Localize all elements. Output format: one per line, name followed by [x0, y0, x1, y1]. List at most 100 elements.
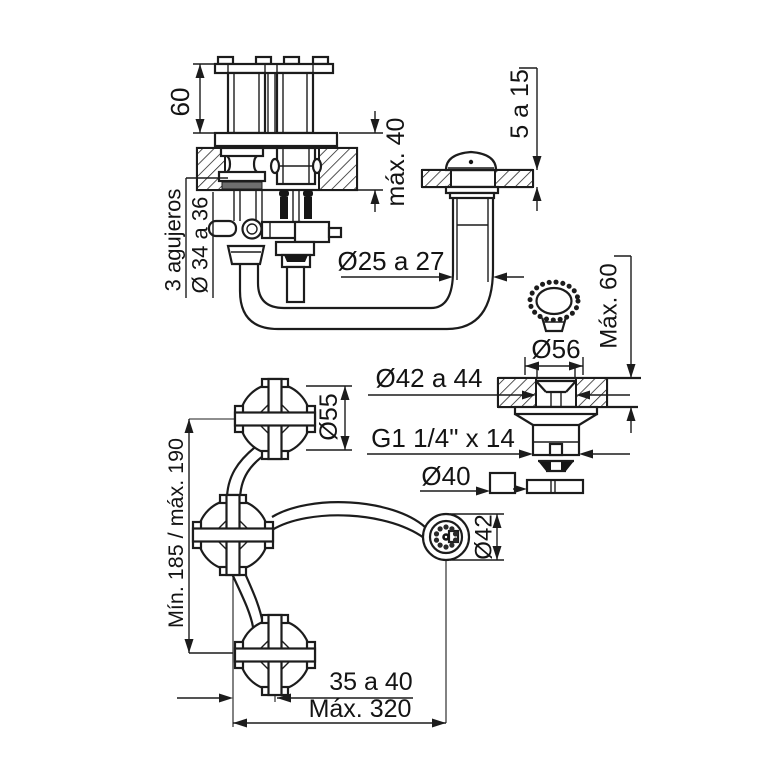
rod-lines [292, 190, 300, 222]
dim-label-tailpiece: Ø40 [421, 461, 470, 491]
spout-body-lines [277, 148, 315, 184]
label-holes-count: 3 agujeros [161, 189, 186, 292]
dim-label-drain-deck-range: 5 a 15 [506, 69, 534, 139]
drain-deck-hatch-left [421, 169, 452, 188]
drain-flange-lower [448, 191, 496, 200]
cross-handle-middle [191, 493, 275, 577]
elbow-joint [241, 218, 263, 240]
waste-stem-in-hole [550, 392, 562, 407]
arrowhead [277, 693, 291, 703]
dim-label-depth-range: Mín. 185 / máx. 190 [164, 438, 188, 628]
dim-label-thread-spec: G1 1/4" x 14 [371, 423, 515, 453]
valve-gasket [221, 181, 263, 190]
locknut-lines [550, 480, 556, 493]
arrowhead [432, 718, 446, 728]
union-nut [226, 244, 266, 266]
arrowhead [532, 187, 542, 201]
dim-label-countertop-max: máx. 40 [382, 118, 410, 207]
mini-arrowhead [516, 485, 527, 493]
drain-deck-hatch-right [494, 169, 534, 188]
dim-label-pipe-diameter: Ø25 a 27 [338, 246, 445, 276]
u-pipe-outer [238, 198, 495, 331]
centerlines [189, 418, 447, 727]
base-plate [213, 131, 339, 148]
waste-slot [548, 442, 564, 457]
rod-block [293, 220, 331, 244]
leader-holes [185, 177, 228, 298]
dim-label-max-reach: Máx. 320 [309, 695, 412, 723]
dim-label-spout-offset: 35 a 40 [329, 668, 412, 696]
stud [280, 197, 288, 219]
stud-cap [279, 190, 289, 197]
step-shadow [284, 255, 308, 262]
tailpiece-nipple [488, 471, 517, 495]
side-bump [311, 157, 323, 175]
arrowhead [340, 386, 350, 400]
side-view-faucet [195, 55, 495, 331]
arrowhead [476, 486, 490, 496]
arrowhead [184, 419, 194, 433]
waste-backnut [513, 405, 599, 416]
arrowhead [370, 119, 380, 133]
elbow-joint-inner [246, 223, 258, 235]
arrowhead [492, 546, 502, 560]
knob-inner [535, 286, 573, 316]
dim-line-depth [188, 419, 233, 654]
side-view-drain [420, 150, 535, 200]
drop-tube [285, 265, 306, 304]
arrowhead [493, 272, 507, 282]
arrowhead [219, 693, 233, 703]
tail-lines [233, 190, 263, 221]
valve-flange [219, 146, 265, 158]
arrowhead [626, 407, 636, 421]
cross-handle-bottom [233, 613, 317, 697]
spray-head [421, 512, 471, 562]
arrowhead [195, 119, 205, 133]
stud-cap [303, 190, 313, 197]
handle-top-bar [213, 62, 335, 75]
waste-flange-in-hole [535, 379, 577, 394]
waste-wedge-lines [538, 459, 574, 473]
dim-label-handle-diameter: Ø55 [315, 393, 343, 440]
wing-screw [207, 219, 238, 238]
dome-screw [468, 159, 474, 165]
dim-label-handle-height: 60 [165, 88, 195, 117]
arrowhead [626, 364, 636, 378]
dim-label-knob-diameter: Ø56 [531, 334, 580, 364]
side-bump [269, 157, 281, 175]
bar-divisions [227, 64, 314, 73]
popup-deck-hatch-right [575, 377, 608, 408]
arrowhead [576, 390, 590, 400]
popup-waste-view [488, 279, 641, 495]
cross-handle-top [233, 377, 317, 461]
arrowhead [522, 390, 536, 400]
arrowhead [532, 156, 542, 170]
arrowhead [569, 361, 583, 371]
spout-curve-bottom [271, 514, 429, 542]
dim-label-popup-deck-max: Máx. 60 [596, 263, 623, 348]
waste-wedge-left [538, 461, 551, 471]
arrowhead [370, 190, 380, 204]
block-screw [327, 226, 343, 239]
step-upper [274, 240, 316, 257]
spray-holes [433, 524, 459, 550]
dim-label-popup-hole: Ø42 a 44 [376, 363, 483, 393]
waste-taper [514, 413, 598, 426]
countertop-hatch-right [318, 147, 358, 191]
spout-curve-top [271, 501, 426, 528]
spray-center-dot [444, 535, 448, 539]
dimensions: 60 máx. 40 5 a 15 3 agujeros Ø 34 a 36 Ø… [161, 63, 636, 728]
arrowhead [184, 639, 194, 653]
pipe-bore-lines [456, 198, 489, 282]
arrowhead [439, 272, 453, 282]
u-pipe-inner [256, 198, 455, 310]
arrowhead [492, 514, 502, 528]
arrowhead [340, 436, 350, 450]
waste-wedge-right [561, 461, 574, 471]
arrowhead [233, 718, 247, 728]
popup-deck-hatch-left [497, 377, 537, 408]
arrowhead [525, 361, 539, 371]
arrowhead [195, 64, 205, 78]
